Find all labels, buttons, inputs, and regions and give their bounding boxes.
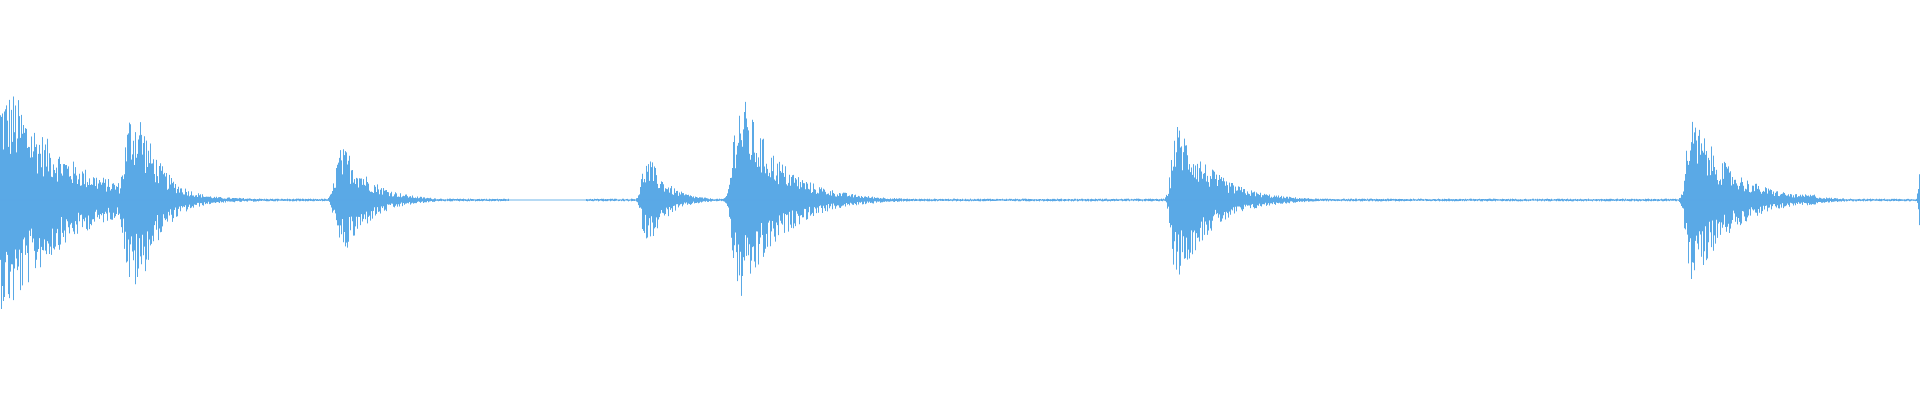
waveform-trace [0, 96, 1920, 309]
waveform-bars [0, 96, 1920, 309]
